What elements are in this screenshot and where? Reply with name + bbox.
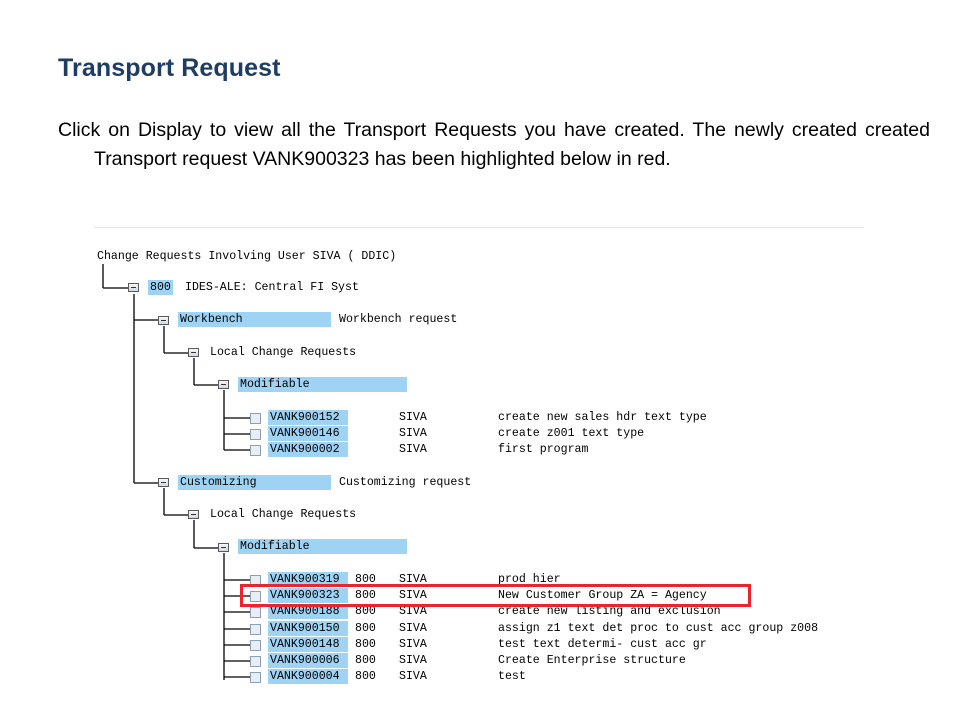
customizing-node-label[interactable]: Customizing bbox=[180, 476, 257, 489]
request-owner: SIVA bbox=[399, 605, 427, 618]
customizing-modifiable-node[interactable]: Modifiable bbox=[240, 540, 310, 553]
workbench-modifiable-node[interactable]: Modifiable bbox=[240, 378, 310, 391]
request-description: prod hier bbox=[498, 573, 561, 586]
request-description: New Customer Group ZA = Agency bbox=[498, 589, 707, 602]
request-description: create z001 text type bbox=[498, 427, 645, 440]
node-highlight bbox=[148, 280, 173, 295]
request-description: create new listing and exclusion bbox=[498, 605, 721, 618]
request-client: 800 bbox=[355, 654, 376, 667]
request-id[interactable]: VANK900150 bbox=[270, 622, 340, 635]
new-request-annotation-box bbox=[240, 584, 751, 607]
sap-request-tree-panel: Change Requests Involving User SIVA ( DD… bbox=[94, 227, 864, 690]
folder-open-icon[interactable] bbox=[188, 348, 199, 357]
system-client[interactable]: 800 bbox=[150, 281, 171, 294]
request-owner: SIVA bbox=[399, 654, 427, 667]
request-document-icon[interactable] bbox=[250, 591, 261, 602]
folder-open-icon[interactable] bbox=[128, 283, 139, 292]
request-id-highlight bbox=[268, 653, 348, 668]
request-id[interactable]: VANK900146 bbox=[270, 427, 340, 440]
request-client: 800 bbox=[355, 573, 376, 586]
request-description: assign z1 text det proc to cust acc grou… bbox=[498, 622, 819, 635]
request-id-highlight bbox=[268, 604, 348, 619]
request-id-highlight bbox=[268, 621, 348, 636]
request-id[interactable]: VANK900004 bbox=[270, 670, 340, 683]
node-highlight bbox=[238, 539, 407, 554]
request-client: 800 bbox=[355, 622, 376, 635]
request-id[interactable]: VANK900006 bbox=[270, 654, 340, 667]
request-client: 800 bbox=[355, 638, 376, 651]
tree-header: Change Requests Involving User SIVA ( DD… bbox=[97, 250, 397, 263]
slide-body-text: Click on Display to view all the Transpo… bbox=[58, 119, 930, 170]
request-document-icon[interactable] bbox=[250, 672, 261, 683]
request-document-icon[interactable] bbox=[250, 445, 261, 456]
request-owner: SIVA bbox=[399, 573, 427, 586]
request-id[interactable]: VANK900152 bbox=[270, 411, 340, 424]
request-id-highlight bbox=[268, 572, 348, 587]
request-description: test text determi- cust acc gr bbox=[498, 638, 707, 651]
request-id-highlight bbox=[268, 426, 348, 441]
request-document-icon[interactable] bbox=[250, 413, 261, 424]
folder-open-icon[interactable] bbox=[218, 380, 229, 389]
request-owner: SIVA bbox=[399, 670, 427, 683]
request-owner: SIVA bbox=[399, 638, 427, 651]
request-id[interactable]: VANK900188 bbox=[270, 605, 340, 618]
customizing-node-description: Customizing request bbox=[339, 476, 472, 489]
request-id-highlight bbox=[268, 442, 348, 457]
request-client: 800 bbox=[355, 670, 376, 683]
folder-open-icon[interactable] bbox=[188, 510, 199, 519]
folder-open-icon[interactable] bbox=[218, 543, 229, 552]
system-name: IDES-ALE: Central FI Syst bbox=[185, 281, 359, 294]
workbench-node-description: Workbench request bbox=[339, 313, 458, 326]
request-id[interactable]: VANK900148 bbox=[270, 638, 340, 651]
node-highlight bbox=[238, 377, 407, 392]
request-document-icon[interactable] bbox=[250, 656, 261, 667]
request-description: create new sales hdr text type bbox=[498, 411, 707, 424]
node-highlight bbox=[178, 475, 331, 490]
request-id-highlight bbox=[268, 669, 348, 684]
request-owner: SIVA bbox=[399, 589, 427, 602]
request-id-highlight bbox=[268, 637, 348, 652]
request-document-icon[interactable] bbox=[250, 640, 261, 651]
request-id[interactable]: VANK900002 bbox=[270, 443, 340, 456]
request-description: Create Enterprise structure bbox=[498, 654, 686, 667]
request-document-icon[interactable] bbox=[250, 624, 261, 635]
request-description: first program bbox=[498, 443, 589, 456]
request-owner: SIVA bbox=[399, 411, 427, 424]
tree-connector-lines bbox=[102, 264, 250, 680]
request-id[interactable]: VANK900319 bbox=[270, 573, 340, 586]
request-document-icon[interactable] bbox=[250, 607, 261, 618]
node-highlight bbox=[178, 312, 331, 327]
folder-open-icon[interactable] bbox=[158, 478, 169, 487]
customizing-local-requests[interactable]: Local Change Requests bbox=[210, 508, 357, 521]
request-client: 800 bbox=[355, 605, 376, 618]
request-id[interactable]: VANK900323 bbox=[270, 589, 340, 602]
workbench-local-requests[interactable]: Local Change Requests bbox=[210, 346, 357, 359]
request-owner: SIVA bbox=[399, 427, 427, 440]
workbench-node-label[interactable]: Workbench bbox=[180, 313, 243, 326]
request-owner: SIVA bbox=[399, 622, 427, 635]
request-id-highlight bbox=[268, 410, 348, 425]
request-owner: SIVA bbox=[399, 443, 427, 456]
request-description: test bbox=[498, 670, 526, 683]
slide-title: Transport Request bbox=[58, 54, 281, 82]
request-id-highlight bbox=[268, 588, 348, 603]
request-client: 800 bbox=[355, 589, 376, 602]
folder-open-icon[interactable] bbox=[158, 316, 169, 325]
request-document-icon[interactable] bbox=[250, 429, 261, 440]
